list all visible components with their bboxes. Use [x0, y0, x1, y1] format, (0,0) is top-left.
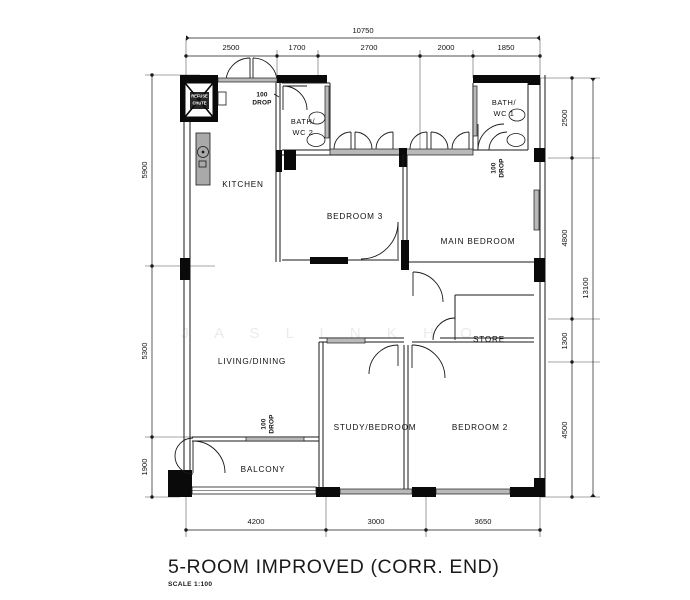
refuse-chute: REFUSE CHUTE — [180, 78, 227, 122]
refuse-chute-label-2: CHUTE — [192, 101, 206, 106]
drop-annotation-right: 100 DROP — [491, 158, 506, 178]
drop-top-label-2: DROP — [252, 100, 272, 107]
dim-top-overall: 10750 — [352, 26, 373, 35]
entrance-doors — [217, 57, 278, 83]
dim-top-seg-4: 2000 — [438, 43, 455, 52]
bedroom-2-room: BEDROOM 2 — [412, 341, 534, 432]
room-label-balcony: BALCONY — [241, 465, 286, 474]
room-label-bedroom-2: BEDROOM 2 — [452, 423, 508, 432]
study-bedroom-room: STUDY/BEDROOM — [318, 337, 446, 489]
dim-right-seg-3: 1300 — [560, 333, 569, 350]
living-dining-room: LIVING/DINING — [218, 357, 286, 366]
dim-right-overall: 13100 — [581, 277, 590, 298]
bottom-dimensions: 4200 3000 3650 — [184, 497, 542, 537]
refuse-chute-label-1: REFUSE — [191, 94, 208, 99]
room-label-bath-wc-1-line2: WC 1 — [494, 109, 515, 118]
dim-top-seg-3: 2700 — [361, 43, 378, 52]
unit-outline — [183, 75, 546, 497]
dim-bottom-seg-1: 4200 — [248, 517, 265, 526]
balcony-room: BALCONY — [174, 436, 511, 495]
drop-right-label-1: 100 — [491, 162, 498, 174]
plan-scale: SCALE 1:100 — [168, 581, 212, 588]
room-label-bedroom-3: BEDROOM 3 — [327, 212, 383, 221]
room-label-main-bedroom: MAIN BEDROOM — [441, 237, 516, 246]
dim-right-seg-2: 4800 — [560, 230, 569, 247]
main-bedroom-room: MAIN BEDROOM — [401, 155, 540, 303]
plan-title: 5-ROOM IMPROVED (CORR. END) — [168, 556, 499, 578]
right-dimensions: 2500 4800 1300 4500 13100 — [540, 76, 600, 499]
title-block: 5-ROOM IMPROVED (CORR. END) SCALE 1:100 — [168, 556, 499, 588]
room-label-store: STORE — [473, 335, 505, 344]
dim-bottom-seg-2: 3000 — [368, 517, 385, 526]
room-label-bath-wc-1-line1: BATH/ — [492, 98, 517, 107]
room-label-bath-wc-2-line1: BATH/ — [291, 117, 316, 126]
dim-right-seg-4: 4500 — [560, 422, 569, 439]
dim-right-seg-1: 2500 — [560, 110, 569, 127]
bedroom-3-room: BEDROOM 3 — [282, 150, 399, 264]
room-label-kitchen: KITCHEN — [222, 180, 264, 189]
dim-top-seg-1: 2500 — [223, 43, 240, 52]
room-label-bath-wc-2-line2: WC 2 — [293, 128, 314, 137]
drop-balcony-label-1: 100 — [261, 418, 268, 430]
kitchen-room: KITCHEN — [195, 82, 282, 262]
drop-right-label-2: DROP — [499, 158, 506, 178]
drop-annotation-top: 100 DROP — [252, 92, 280, 107]
dim-left-seg-2: 5300 — [140, 343, 149, 360]
drop-balcony-label-2: DROP — [269, 414, 276, 434]
room-label-living-dining: LIVING/DINING — [218, 357, 286, 366]
dim-left-seg-3: 1900 — [140, 459, 149, 476]
dim-bottom-seg-3: 3650 — [475, 517, 492, 526]
top-dimensions: 10750 2500 1700 2700 2000 1850 — [184, 26, 542, 150]
dim-left-seg-1: 5900 — [140, 162, 149, 179]
room-label-study-bedroom: STUDY/BEDROOM — [334, 423, 417, 432]
dim-top-seg-5: 1850 — [498, 43, 515, 52]
bath-wc-2-room: BATH/ WC 2 — [282, 82, 331, 151]
dim-top-seg-2: 1700 — [289, 43, 306, 52]
drop-annotation-balcony: 100 DROP — [261, 414, 276, 434]
drop-top-label-1: 100 — [256, 92, 268, 99]
bath-wc-1-room: BATH/ WC 1 — [472, 83, 529, 151]
